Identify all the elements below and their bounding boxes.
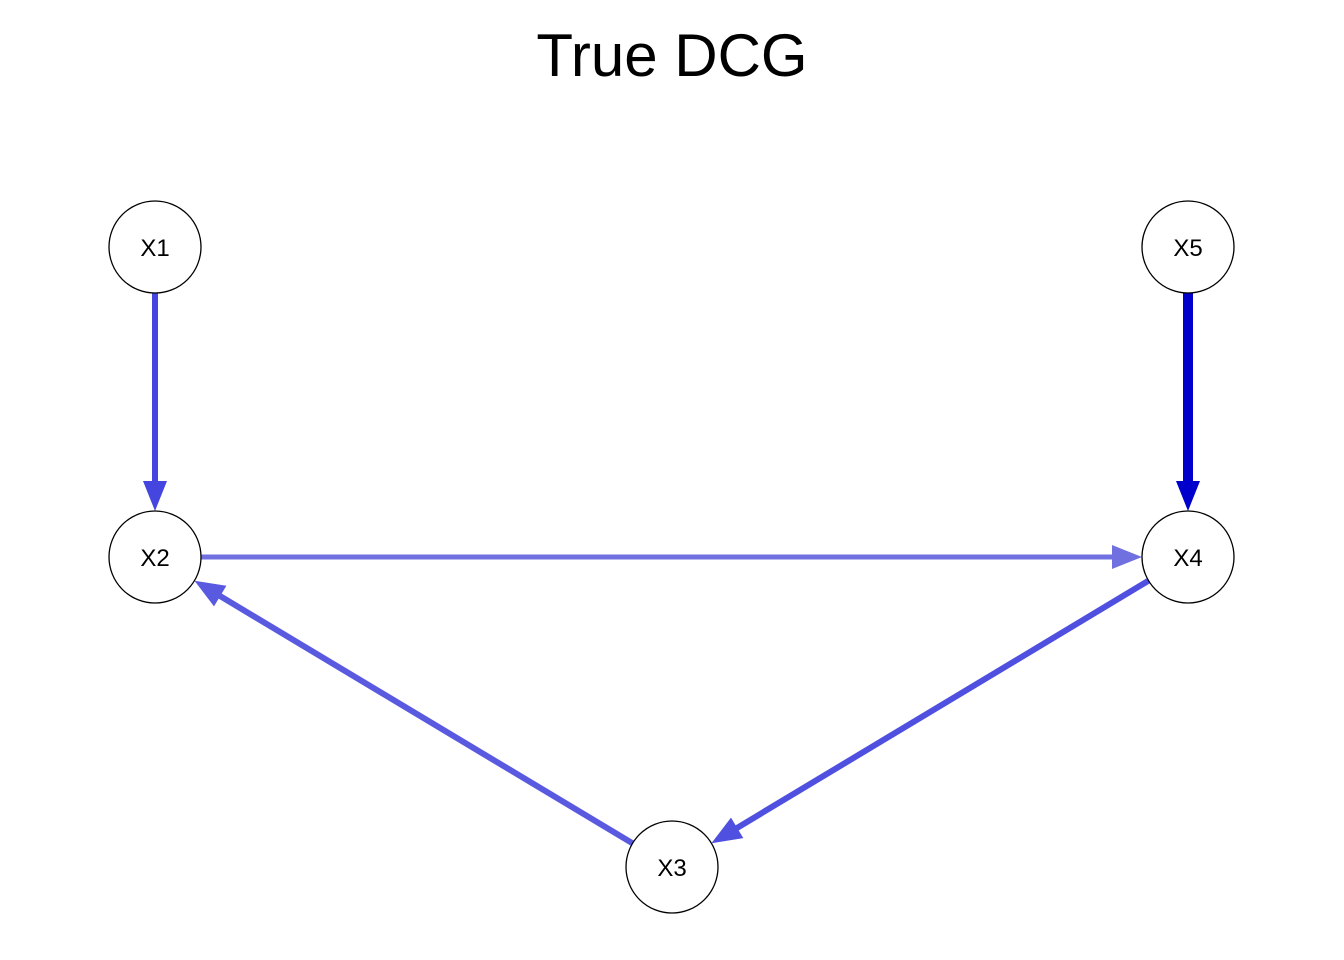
edge-x3-x2 [194,580,635,846]
node-circle [1141,510,1235,604]
node-label: X5 [1173,235,1202,262]
edge-x4-x3 [711,578,1151,844]
arrowhead [711,817,744,844]
edges-layer [143,293,1200,846]
arrowhead [1112,545,1142,569]
node-circle [108,510,202,604]
node-x4: X4 [1141,510,1235,604]
edge-x1-x2 [143,293,167,511]
node-circle [108,200,202,294]
arrowhead [1176,481,1200,511]
node-x5: X5 [1141,200,1235,294]
edge-x2-x4 [201,545,1142,569]
node-label: X2 [140,545,169,572]
node-circle [625,820,719,914]
node-circle [1141,200,1235,294]
edge-line [216,592,635,846]
diagram-title: True DCG [536,22,807,89]
edge-line [733,578,1151,832]
node-x1: X1 [108,200,202,294]
arrowhead [143,481,167,511]
node-label: X4 [1173,545,1202,572]
node-label: X1 [140,235,169,262]
arrowhead [194,580,227,607]
edge-x5-x4 [1176,293,1200,511]
node-label: X3 [657,855,686,882]
node-x2: X2 [108,510,202,604]
node-x3: X3 [625,820,719,914]
